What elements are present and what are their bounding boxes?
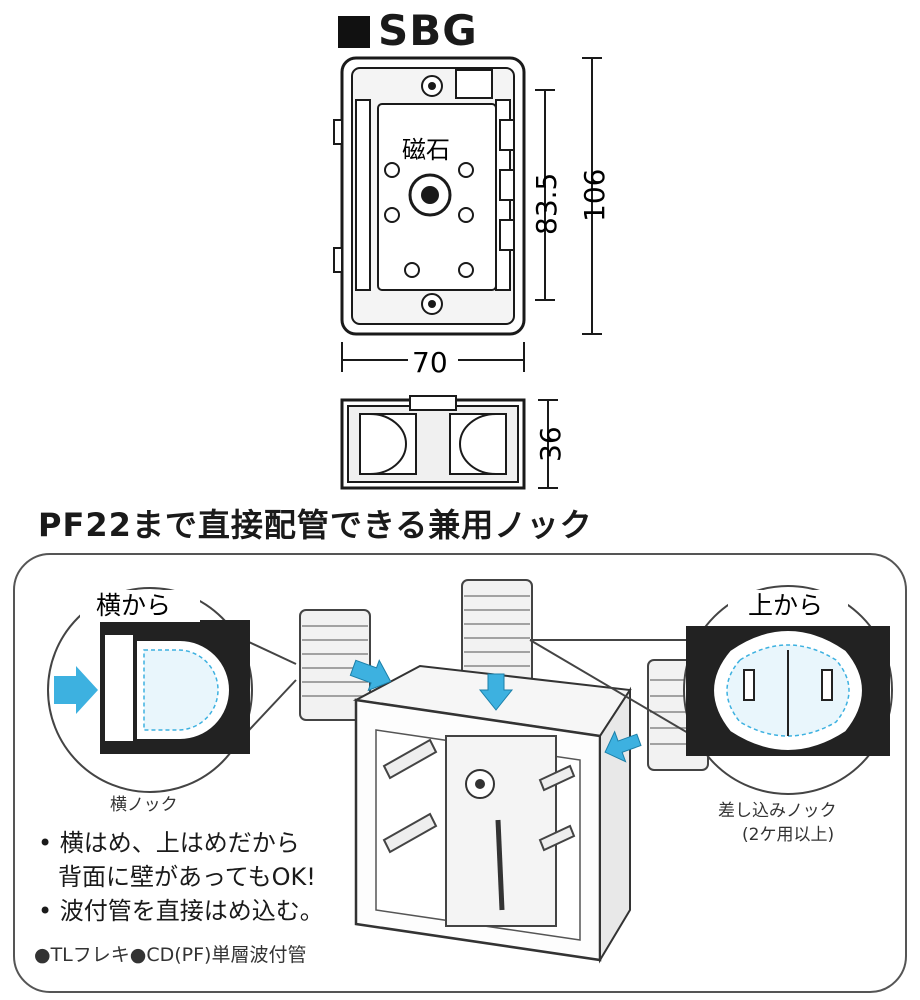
side-view-drawing bbox=[340, 395, 526, 490]
product-title: SBG bbox=[338, 6, 478, 55]
plug-knock-caption-line2: (2ケ用以上) bbox=[742, 825, 835, 845]
side-knock-magnifier bbox=[47, 587, 297, 793]
dim-width: 70 bbox=[412, 346, 448, 379]
bullet-list: • 横はめ、上はめだから 背面に壁があってもOK! • 波付管を直接はめ込む。 bbox=[38, 826, 324, 928]
dim-inner-height: 83.5 bbox=[530, 173, 563, 235]
plug-knock-magnifier bbox=[529, 585, 893, 795]
detail-panel: 横から 上から bbox=[13, 553, 907, 993]
side-arrow-icon bbox=[54, 666, 98, 714]
dim-depth: 36 bbox=[534, 426, 567, 462]
side-knock-title: 横から bbox=[96, 591, 171, 620]
bullet-item-cont: 背面に壁があってもOK! bbox=[58, 863, 316, 891]
insertion-arrows bbox=[349, 659, 642, 763]
top-view-drawing: 磁石 83.5 106 70 36 bbox=[333, 56, 611, 490]
side-knock-caption: 横ノック bbox=[110, 795, 178, 815]
square-mark-icon bbox=[338, 16, 370, 48]
section-heading: PF22まで直接配管できる兼用ノック bbox=[38, 506, 593, 544]
model-name: SBG bbox=[378, 6, 478, 55]
bullet-item: • 波付管を直接はめ込む。 bbox=[38, 897, 324, 925]
bullet-item: • 横はめ、上はめだから bbox=[38, 829, 300, 857]
junction-box-3d bbox=[352, 664, 632, 964]
magnet-label: 磁石 bbox=[402, 136, 450, 164]
plug-knock-title: 上から bbox=[748, 591, 823, 620]
compatible-pipes-note: ●TLフレキ●CD(PF)単層波付管 bbox=[34, 944, 307, 966]
dim-outer-height: 106 bbox=[578, 169, 611, 222]
plug-knock-caption-line1: 差し込みノック bbox=[718, 801, 837, 821]
